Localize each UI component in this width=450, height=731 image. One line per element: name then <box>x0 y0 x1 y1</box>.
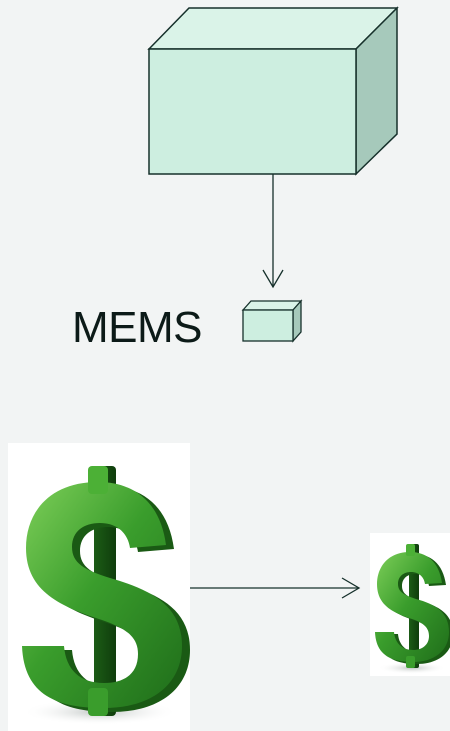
small-cube-icon <box>241 299 303 343</box>
small-dollar-icon <box>370 533 450 676</box>
large-cube-icon <box>147 6 399 176</box>
large-dollar-icon <box>8 443 190 731</box>
arrow-right-icon <box>190 577 361 599</box>
arrow-down-icon <box>262 174 284 289</box>
mems-label: MEMS <box>72 303 203 352</box>
